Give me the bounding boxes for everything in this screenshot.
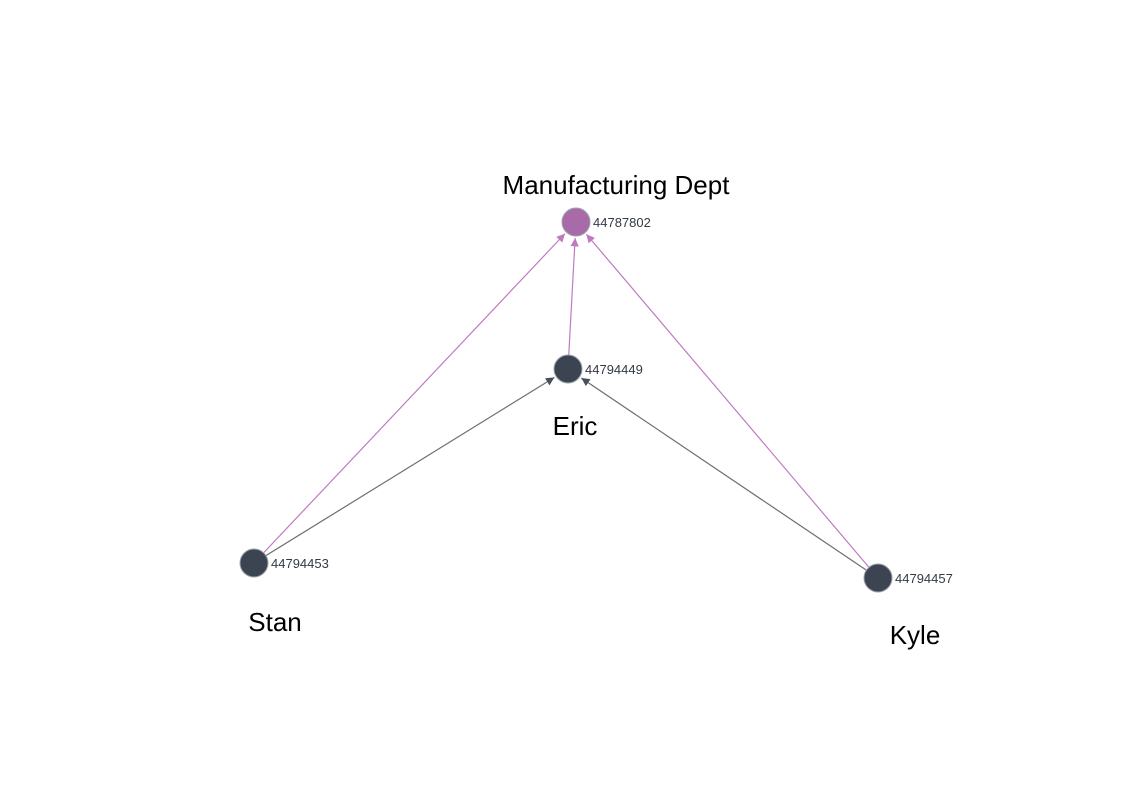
- edges-layer: [253, 233, 879, 579]
- node-circle-stan[interactable]: [239, 548, 269, 578]
- node-dept[interactable]: 44787802 Manufacturing Dept: [503, 170, 731, 237]
- edge-stan-to-eric[interactable]: [253, 376, 555, 564]
- edge-stan-to-dept[interactable]: [253, 233, 566, 564]
- node-circle-kyle[interactable]: [863, 563, 893, 593]
- node-title-kyle: Kyle: [890, 620, 941, 650]
- edge-kyle-to-dept[interactable]: [585, 233, 879, 579]
- node-title-dept: Manufacturing Dept: [503, 170, 731, 200]
- edge-kyle-to-eric[interactable]: [580, 377, 879, 579]
- node-id-label-stan: 44794453: [271, 556, 329, 571]
- node-title-stan: Stan: [248, 607, 302, 637]
- node-id-label-dept: 44787802: [593, 215, 651, 230]
- node-title-eric: Eric: [553, 411, 598, 441]
- node-circle-eric[interactable]: [553, 354, 583, 384]
- edge-eric-to-dept[interactable]: [567, 237, 579, 370]
- node-circle-dept[interactable]: [561, 207, 591, 237]
- node-id-label-eric: 44794449: [585, 362, 643, 377]
- node-id-label-kyle: 44794457: [895, 571, 953, 586]
